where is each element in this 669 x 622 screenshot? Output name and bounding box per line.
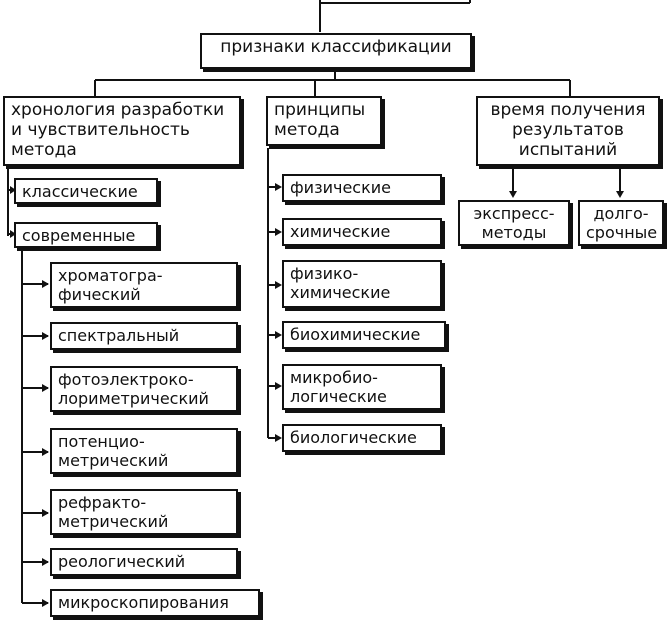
item-classic: классические xyxy=(14,178,158,204)
principle-biological: биологические xyxy=(282,424,442,452)
method-photoelectrocolorimetric: фотоэлектроко- лориметрический xyxy=(50,366,238,412)
method-refractometric: рефракто- метрический xyxy=(50,489,238,535)
group-time: время получения результатов испытаний xyxy=(476,96,660,166)
item-modern: современные xyxy=(14,222,158,248)
principle-microbiological: микробио- логические xyxy=(282,364,442,410)
method-chromatographic: хроматогра- фический xyxy=(50,262,238,308)
method-spectral: спектральный xyxy=(50,322,238,350)
method-microscopy: микроскопирования xyxy=(50,589,260,617)
time-long-term: долго- срочные xyxy=(578,200,664,246)
principle-biochemical: биохимические xyxy=(282,321,446,349)
time-express: экспресс- методы xyxy=(458,200,570,246)
root-box: признаки классификации xyxy=(200,33,472,69)
principle-physicochemical: физико- химические xyxy=(282,260,442,308)
method-rheological: реологический xyxy=(50,548,238,576)
group-chronology: хронология разработки и чувствительность… xyxy=(3,96,241,166)
group-principles: принципы метода xyxy=(266,96,382,146)
principle-physical: физические xyxy=(282,174,442,202)
principle-chemical: химические xyxy=(282,218,442,246)
method-potentiometric: потенцио- метрический xyxy=(50,428,238,474)
